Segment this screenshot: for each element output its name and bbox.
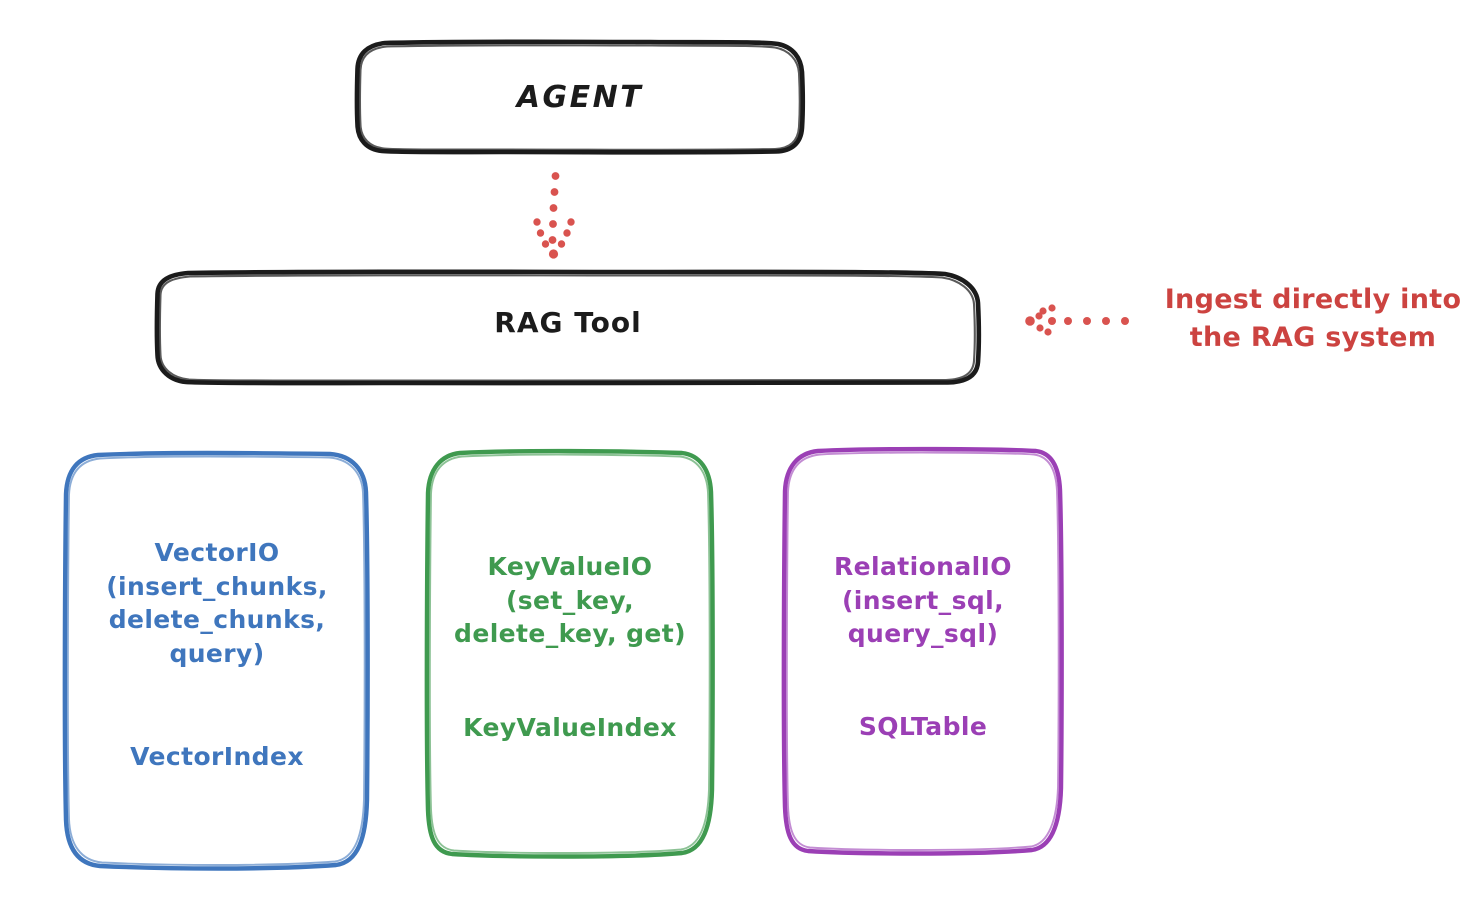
relational-io-api-label: RelationalIO (insert_sql, query_sql) (834, 552, 1012, 648)
key-value-io-api-label: KeyValueIO (set_key, delete_key, get) (454, 552, 686, 648)
relational-io-box-shape (781, 446, 1064, 856)
note-to-rag-dotted-arrow (1025, 304, 1129, 336)
relational-io-index-label: SQLTable (858, 712, 988, 741)
agent-to-rag-dotted-arrow (533, 172, 575, 259)
rag-tool-node-label: RAG Tool (494, 306, 642, 339)
vector-io-api-label: VectorIO (insert_chunks, delete_chunks, … (106, 538, 328, 668)
vector-io-index-label: VectorIndex (130, 742, 304, 771)
ingest-annotation-text: Ingest directly into the RAG system (1164, 284, 1462, 354)
key-value-io-index-label: KeyValueIndex (463, 713, 677, 742)
agent-node-label: AGENT (516, 80, 644, 115)
key-value-io-box-shape (424, 448, 715, 859)
